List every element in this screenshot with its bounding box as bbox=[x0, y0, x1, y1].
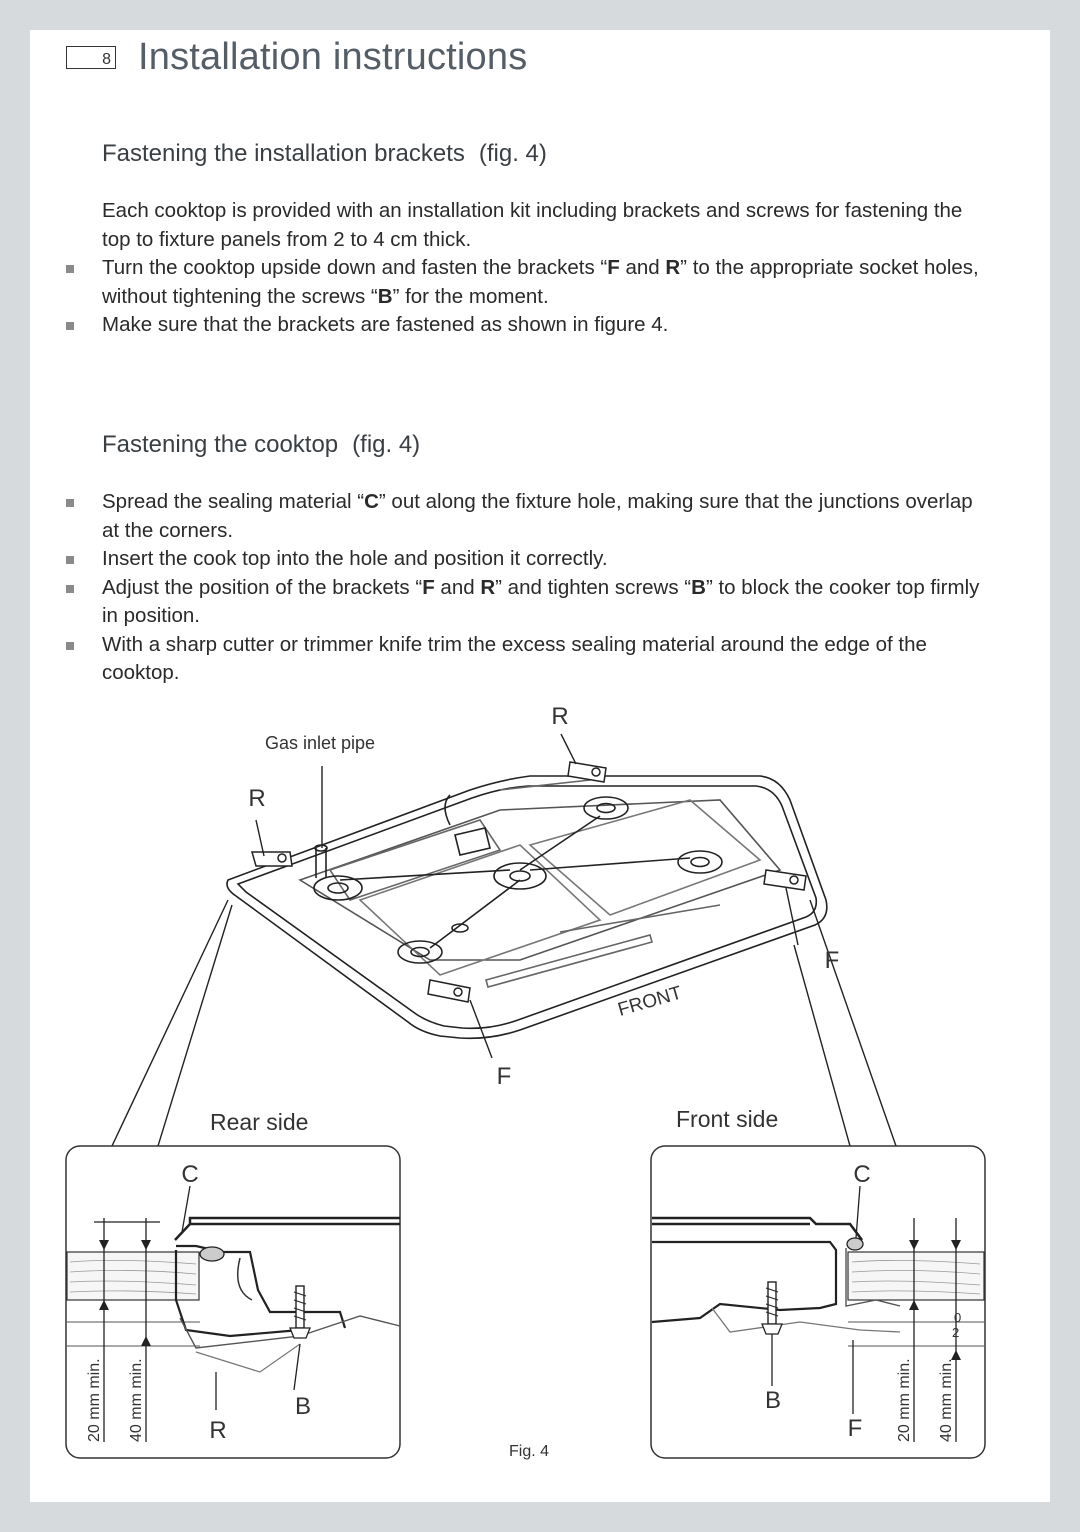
front-side-label: Front side bbox=[676, 1106, 778, 1132]
label-r-rear-right: R bbox=[551, 703, 568, 730]
dimension-mark-b: 2 bbox=[952, 1325, 959, 1340]
section-heading-cooktop: Fastening the cooktop (fig. 4) bbox=[102, 431, 420, 459]
list-item: With a sharp cutter or trimmer knife tri… bbox=[60, 631, 990, 688]
label-f-front-detail: F bbox=[848, 1415, 863, 1442]
gas-inlet-label: Gas inlet pipe bbox=[265, 733, 375, 753]
intro-paragraph: Each cooktop is provided with an install… bbox=[102, 199, 963, 251]
page-title: Installation instructions bbox=[138, 36, 528, 78]
dimension-20mm-front: 20 mm min. bbox=[896, 1358, 913, 1442]
front-side-detail: 20 mm min. 40 mm min. 0 2 C B F bbox=[650, 1145, 986, 1459]
label-b-front: B bbox=[765, 1387, 781, 1414]
cooktop-underside-drawing bbox=[226, 775, 828, 1040]
bracket-rear-left bbox=[251, 851, 293, 867]
figure-reference: (fig. 4) bbox=[352, 431, 421, 458]
list-item: Spread the sealing material “C” out alon… bbox=[60, 488, 990, 545]
dimension-40mm-rear: 40 mm min. bbox=[128, 1358, 145, 1442]
label-r-rear-detail: R bbox=[209, 1417, 226, 1444]
figure-caption: Fig. 4 bbox=[509, 1443, 549, 1460]
label-c-rear: C bbox=[181, 1161, 198, 1188]
section-heading-brackets: Fastening the installation brackets (fig.… bbox=[102, 140, 547, 168]
label-f-front-right: F bbox=[825, 947, 840, 974]
bracket-front-left bbox=[427, 979, 471, 1003]
page-number: 8 bbox=[66, 46, 116, 69]
label-r-rear-left: R bbox=[248, 785, 265, 812]
cooktop-steps-list: Spread the sealing material “C” out alon… bbox=[60, 488, 990, 688]
list-item: Insert the cook top into the hole and po… bbox=[60, 545, 990, 574]
list-item: Turn the cooktop upside down and fasten … bbox=[60, 254, 990, 311]
label-b-rear: B bbox=[295, 1393, 311, 1420]
front-marking: FRONT bbox=[616, 982, 685, 1020]
section-heading-text: Fastening the installation brackets bbox=[102, 140, 465, 167]
figure-reference: (fig. 4) bbox=[478, 140, 547, 167]
bracket-front-right bbox=[763, 869, 807, 891]
rear-side-label: Rear side bbox=[210, 1109, 308, 1135]
section-heading-text: Fastening the cooktop bbox=[102, 431, 339, 458]
dimension-20mm-rear: 20 mm min. bbox=[86, 1358, 103, 1442]
list-item: Make sure that the brackets are fastened… bbox=[60, 311, 990, 340]
list-item: Adjust the position of the brackets “F a… bbox=[60, 574, 990, 631]
bracket-rear-right bbox=[567, 761, 607, 783]
label-c-front: C bbox=[853, 1161, 870, 1188]
dimension-mark-a: 0 bbox=[954, 1310, 961, 1325]
bracket-steps-list: Turn the cooktop upside down and fasten … bbox=[60, 254, 990, 340]
label-f-front-left: F bbox=[497, 1063, 512, 1090]
rear-side-detail: 20 mm min. 40 mm min. C B R bbox=[65, 1145, 401, 1459]
dimension-40mm-front: 40 mm min. bbox=[938, 1358, 955, 1442]
